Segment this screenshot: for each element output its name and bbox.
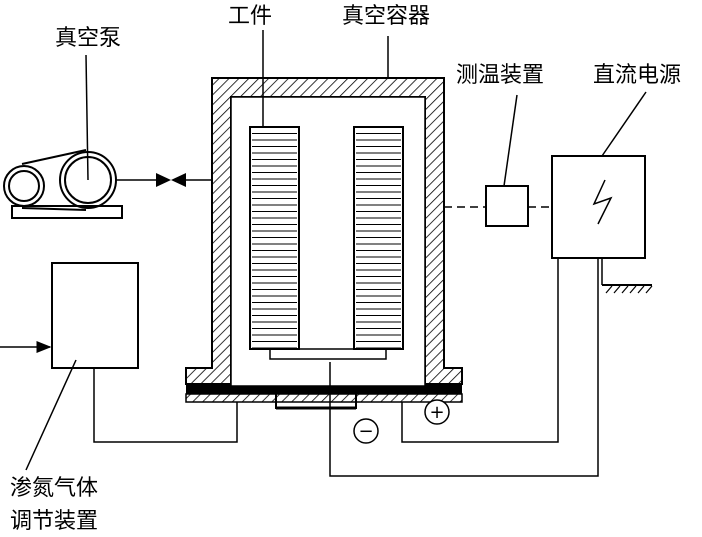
lightning-icon	[592, 179, 613, 225]
label-temp-measure: 测温装置	[456, 63, 544, 88]
dc-power-box	[551, 155, 646, 259]
temp-leader	[503, 94, 518, 187]
label-gas-regulator-line2: 调节装置	[10, 509, 98, 534]
label-vacuum-vessel: 真空容器	[342, 4, 430, 29]
vacuum-vessel	[185, 36, 463, 403]
ground-hatch	[605, 285, 653, 294]
pump-belt-top	[21, 149, 87, 165]
workpiece-right	[353, 126, 404, 350]
dc-power-leader	[601, 91, 647, 157]
label-gas-regulator-line1: 渗氮气体	[10, 476, 98, 501]
vessel-seal-band	[186, 384, 462, 394]
pump-small-pulley-inner	[8, 170, 40, 202]
gas-regulator-leader	[25, 359, 77, 471]
gas-regulator	[0, 262, 139, 471]
vessel-feedthrough	[275, 386, 357, 410]
gas-regulator-box	[51, 262, 139, 369]
label-workpiece: 工件	[228, 4, 272, 29]
label-dc-power: 直流电源	[593, 63, 681, 88]
bowtie-valve-icon	[156, 173, 186, 187]
temp-measure-box	[485, 185, 529, 227]
workpiece-left	[249, 126, 300, 350]
terminal-positive: +	[424, 399, 450, 425]
pump-base	[11, 205, 123, 219]
pump-leader	[85, 54, 89, 181]
terminal-positive-sign: +	[429, 402, 444, 423]
label-vacuum-pump: 真空泵	[55, 26, 121, 51]
wire-negative	[329, 258, 599, 477]
vessel-base-plate	[185, 393, 463, 403]
wire-positive	[401, 258, 559, 443]
wire-gas-regulator	[93, 368, 238, 443]
pump-belt-bottom	[21, 207, 87, 211]
vacuum-pump	[3, 54, 123, 219]
temp-measure-device	[444, 94, 552, 227]
dc-power-source	[551, 91, 653, 294]
wiring	[93, 258, 599, 477]
workpiece-tray	[269, 348, 387, 360]
terminal-negative: −	[353, 418, 379, 444]
terminal-negative-sign: −	[358, 421, 373, 442]
